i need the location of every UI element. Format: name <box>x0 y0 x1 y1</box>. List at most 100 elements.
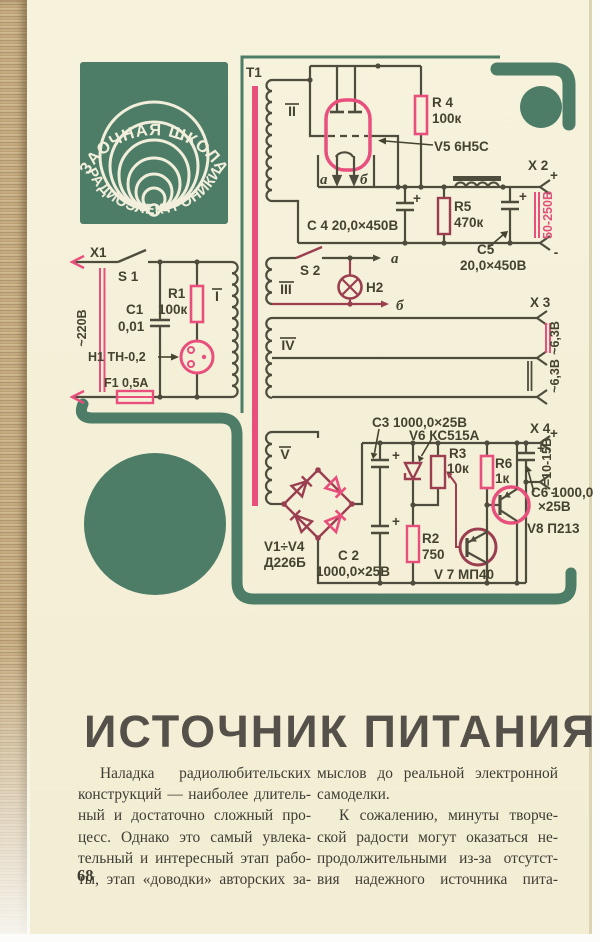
regulator-circuit <box>272 428 551 586</box>
label-winding-3: III <box>280 281 292 297</box>
resistor-R2 <box>405 524 421 564</box>
tube-rectifier-circuit <box>272 63 551 251</box>
label-h2: Н2 <box>366 280 383 295</box>
label-wire-b: б <box>396 298 404 314</box>
label-r5-value: 470к <box>454 215 484 230</box>
text-line: ской радости могут оказаться не- <box>317 828 558 846</box>
article-column-left: Наладка радиолюбительских конструкций — … <box>78 763 311 890</box>
label-c1: С1 <box>126 302 144 317</box>
label-c3: С3 1000,0×25В <box>372 415 467 430</box>
bottom-margin <box>0 934 600 942</box>
label-c2-value: 1000,0×25В <box>316 564 390 579</box>
label-heater-b: б <box>360 172 368 188</box>
label-x2-voltage: 50-250В <box>541 191 555 239</box>
label-x3: X 3 <box>530 295 551 310</box>
label-r4-value: 100к <box>432 111 462 126</box>
article-title: ИСТОЧНИК ПИТАНИЯ <box>84 706 597 758</box>
label-v8: V8 П213 <box>527 521 580 536</box>
potentiometer-R3 <box>429 454 447 490</box>
text-line: ты, этап «доводки» авторских за- <box>78 871 311 889</box>
plus-c5: + <box>519 189 527 204</box>
label-x4-minus: - <box>551 485 556 500</box>
connector-X2-plus <box>538 179 551 195</box>
text-line: продолжительными из-за отсутст- <box>317 849 558 867</box>
label-v1-v4: V1÷V4 <box>264 539 305 554</box>
page-right-edge <box>589 0 592 936</box>
label-x4-voltage: =10-15В <box>540 438 554 486</box>
divider-curve-decoration <box>75 398 577 605</box>
label-r5: R5 <box>454 199 472 214</box>
label-r3-value: 10к <box>447 461 469 476</box>
label-s1: S 1 <box>118 269 139 284</box>
bridge-rectifier-V1-V4 <box>282 468 354 540</box>
plus-c2: + <box>392 514 400 529</box>
label-f1: F1 0,5А <box>104 376 148 390</box>
mains-input-circuit <box>69 248 232 405</box>
resistor-R5 <box>436 196 452 236</box>
label-c4: С 4 20,0×450В <box>307 218 398 233</box>
windings <box>231 78 273 506</box>
label-r6: R6 <box>495 456 513 471</box>
text-line: конструкций — наиболее длитель- <box>78 786 311 804</box>
label-x2-plus: + <box>550 168 558 183</box>
label-winding-5: V <box>280 446 290 462</box>
text-line: цесс. Однако это самый увлека- <box>78 828 311 846</box>
text-line: тельный и интересный этап рабо- <box>78 849 311 867</box>
corner-bracket-decoration <box>490 62 576 131</box>
label-x3-voltage-1: ~6,3В <box>548 321 562 355</box>
connector-X4-plus <box>538 435 551 451</box>
fuse-F1 <box>115 389 155 405</box>
schematic-figure: ЗАОЧНАЯ ШКОЛА РАДИОЭЛЕКТРОНИКИ <box>69 55 593 605</box>
label-h1: Н1 ТН-0,2 <box>88 350 146 364</box>
label-wire-a: а <box>391 251 399 267</box>
neon-lamp-H1 <box>179 339 215 375</box>
transistor-V8 <box>491 485 531 525</box>
radio-school-logo: ЗАОЧНАЯ ШКОЛА РАДИОЭЛЕКТРОНИКИ <box>76 62 231 224</box>
connector-X2-minus <box>538 235 551 251</box>
label-winding-4: IV <box>281 337 295 353</box>
label-winding-2: II <box>288 103 296 119</box>
switch-S2 <box>295 245 323 260</box>
label-x3-voltage-2: ~6,3В <box>548 359 562 393</box>
pilot-lamp-circuit <box>272 245 389 308</box>
resistor-R6 <box>479 454 495 490</box>
connector-X3-bars <box>545 323 551 353</box>
resistor-R4 <box>413 94 429 136</box>
transistor-V7 <box>458 505 498 583</box>
heater-arrows <box>331 156 360 187</box>
switch-S1 <box>117 248 147 264</box>
text-line: ный и достаточно сложный про- <box>78 807 311 825</box>
label-s2: S 2 <box>300 263 320 278</box>
page-number: 68 <box>77 866 94 885</box>
resistor-R1 <box>189 284 205 324</box>
label-c6-value: ×25В <box>538 499 571 514</box>
label-v5: V5 6Н5С <box>434 139 489 154</box>
label-c5: С5 <box>477 242 495 257</box>
label-r4: R 4 <box>432 95 454 110</box>
text-line: вия надежного источника пита- <box>317 871 558 889</box>
label-x4: X 4 <box>530 421 551 436</box>
label-t1: Т1 <box>246 65 262 80</box>
spine-fade <box>0 640 30 942</box>
winding-V <box>264 430 273 506</box>
green-dot-decoration <box>520 86 562 128</box>
text-line: самоделки. <box>317 786 390 804</box>
winding-I <box>231 260 239 399</box>
label-x2-minus: - <box>554 245 559 260</box>
label-mains-voltage: ~220В <box>75 309 89 346</box>
tube-V5 <box>324 98 372 172</box>
winding-IV <box>265 316 273 399</box>
label-r1: R1 <box>168 286 186 301</box>
label-v7: V 7 МП40 <box>434 567 494 582</box>
label-x4-plus: + <box>550 426 558 441</box>
label-x1: X1 <box>90 245 107 260</box>
filament-outputs <box>272 310 548 405</box>
plus-c3: + <box>392 448 400 463</box>
label-c2: С 2 <box>338 548 359 563</box>
pot-wiper <box>448 473 461 548</box>
label-x2: X 2 <box>528 158 548 173</box>
connector-X1 <box>69 254 106 405</box>
label-r2: R2 <box>422 531 439 546</box>
label-r6-value: 1к <box>495 471 510 486</box>
